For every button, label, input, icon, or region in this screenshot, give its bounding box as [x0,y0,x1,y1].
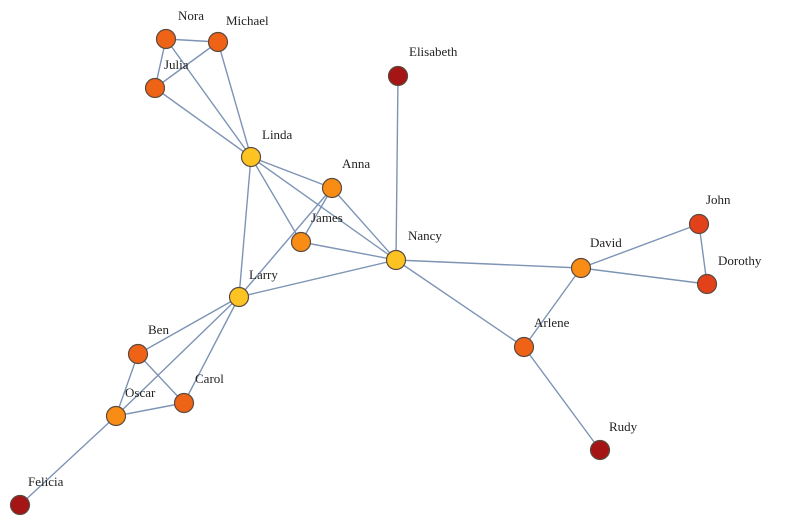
edge-larry-ben [137,296,240,355]
edge-oscar-carol [115,402,185,417]
edge-david-dorothy [580,267,708,285]
node-felicia[interactable] [9,494,31,516]
node-label-rudy: Rudy [609,419,638,434]
edge-linda-nancy [250,156,397,261]
node-label-elisabeth: Elisabeth [409,44,458,59]
edge-anna-james [300,187,333,243]
node-linda[interactable] [240,146,262,168]
node-label-nancy: Nancy [408,228,442,243]
edge-linda-larry [238,156,252,298]
node-label-larry: Larry [249,267,278,282]
node-label-james: James [311,210,343,225]
node-label-felicia: Felicia [28,474,64,489]
node-carol[interactable] [173,392,195,414]
edge-oscar-felicia [19,415,117,506]
node-label-michael: Michael [226,13,269,28]
node-label-linda: Linda [262,127,293,142]
edge-linda-anna [250,156,333,189]
edge-nancy-arlene [395,259,525,348]
edge-elisabeth-nancy [395,75,399,261]
node-label-david: David [590,235,622,250]
node-anna[interactable] [321,177,343,199]
node-nancy[interactable] [385,249,407,271]
nodes-layer [9,28,718,516]
edge-michael-julia [154,41,219,89]
node-julia[interactable] [144,77,166,99]
edge-linda-james [250,156,302,243]
node-ben[interactable] [127,343,149,365]
edge-anna-larry [238,187,333,298]
edges-layer [19,38,708,506]
node-label-carol: Carol [195,371,224,386]
edge-ben-carol [137,353,185,404]
node-label-john: John [706,192,731,207]
node-label-oscar: Oscar [125,385,156,400]
edge-arlene-rudy [523,346,601,451]
edge-james-nancy [300,241,397,261]
node-rudy[interactable] [589,439,611,461]
node-label-ben: Ben [148,322,169,337]
node-label-anna: Anna [342,156,370,171]
node-james[interactable] [290,231,312,253]
node-larry[interactable] [228,286,250,308]
edge-larry-nancy [238,259,397,298]
node-label-julia: Julia [164,57,189,72]
node-elisabeth[interactable] [387,65,409,87]
edge-anna-nancy [331,187,397,261]
edge-larry-carol [183,296,240,404]
edge-julia-linda [154,87,252,158]
edge-david-john [580,223,700,269]
node-label-dorothy: Dorothy [718,253,762,268]
node-dorothy[interactable] [696,273,718,295]
node-oscar[interactable] [105,405,127,427]
node-john[interactable] [688,213,710,235]
edge-nora-linda [165,38,252,158]
node-label-nora: Nora [178,8,204,23]
edge-ben-oscar [115,353,139,417]
node-michael[interactable] [207,31,229,53]
edge-larry-oscar [115,296,240,417]
node-nora[interactable] [155,28,177,50]
edge-michael-linda [217,41,252,158]
edge-david-arlene [523,267,582,348]
node-label-arlene: Arlene [534,315,570,330]
node-david[interactable] [570,257,592,279]
node-arlene[interactable] [513,336,535,358]
edge-nancy-david [395,259,582,269]
